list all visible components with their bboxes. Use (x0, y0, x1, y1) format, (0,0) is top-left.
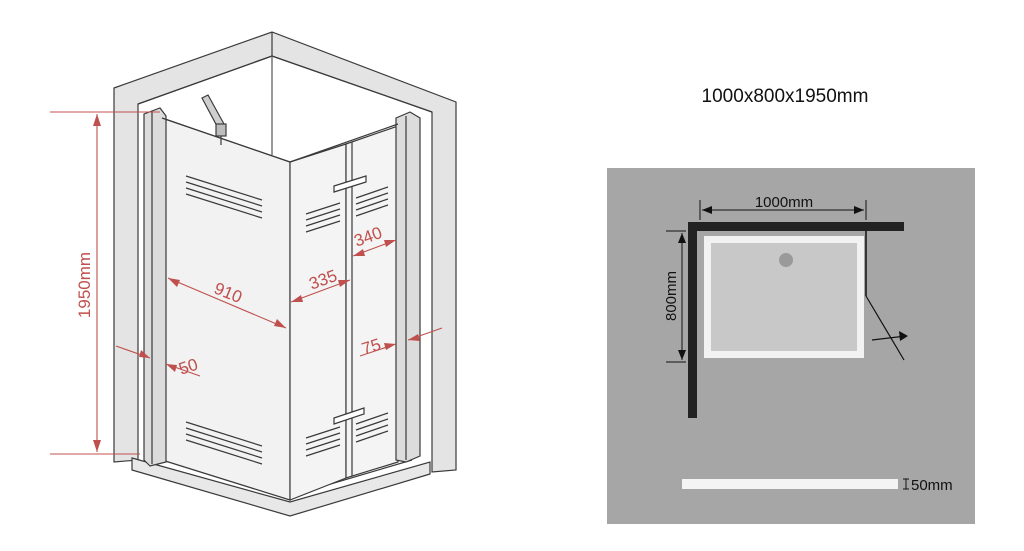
left-glass-panel (143, 107, 307, 501)
drain-icon (779, 253, 793, 267)
height-dimension-label: 1950mm (75, 252, 94, 318)
tray-height-label: 50mm (911, 477, 953, 494)
shower-head-icon (201, 94, 227, 145)
perspective-view (113, 31, 457, 517)
room-walls (113, 31, 457, 473)
tray-height-bar (682, 479, 898, 489)
right-profile-label: 75 (359, 335, 383, 359)
left-profile-label: 50 (176, 355, 200, 379)
perspective-dimension-labels: 1950mm 910 335 340 50 75 (75, 223, 385, 379)
plan-wall-left (688, 222, 697, 418)
plan-depth-label: 800mm (663, 271, 680, 321)
perspective-dimension-lines (50, 111, 443, 455)
folding-doors (161, 111, 421, 501)
product-dimensions-title: 1000x800x1950mm (701, 86, 869, 107)
plan-width-label: 1000mm (755, 194, 813, 211)
plan-view: 1000mm 800mm 50mm (607, 168, 975, 524)
plan-wall-top (688, 222, 904, 231)
